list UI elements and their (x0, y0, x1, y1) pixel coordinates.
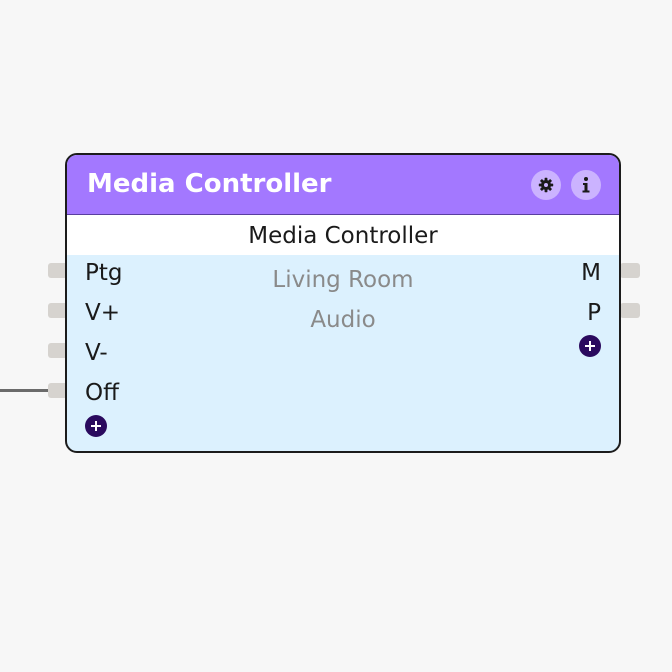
input-label-off: Off (85, 380, 119, 406)
input-pin-ptg[interactable] (48, 263, 68, 278)
node-subtitle-bar: Media Controller (67, 215, 619, 255)
node-description-line-2: Audio (310, 307, 376, 333)
info-button[interactable] (571, 170, 601, 200)
output-pin-m[interactable] (620, 263, 640, 278)
add-output-button[interactable] (579, 335, 601, 357)
input-pin-off[interactable] (48, 383, 68, 398)
input-pin-v-plus[interactable] (48, 303, 68, 318)
input-pin-v-minus[interactable] (48, 343, 68, 358)
node-title: Media Controller (87, 169, 332, 199)
connection-wire-off[interactable] (0, 389, 50, 392)
settings-button[interactable] (531, 170, 561, 200)
node-body: Living Room Audio Ptg V+ V- Off M P (67, 255, 619, 451)
node-subtitle: Media Controller (248, 223, 438, 249)
info-icon (582, 177, 590, 193)
output-label-m: M (581, 260, 601, 286)
input-label-v-plus: V+ (85, 300, 121, 326)
output-label-p: P (587, 300, 601, 326)
output-pin-p[interactable] (620, 303, 640, 318)
media-controller-node[interactable]: Media Controller (65, 153, 621, 453)
input-label-v-minus: V- (85, 340, 108, 366)
node-header[interactable]: Media Controller (67, 155, 619, 215)
gear-icon (538, 177, 554, 193)
plus-icon (91, 421, 101, 431)
node-description-line-1: Living Room (272, 267, 414, 293)
input-label-ptg: Ptg (85, 260, 123, 286)
add-input-button[interactable] (85, 415, 107, 437)
plus-icon (585, 341, 595, 351)
